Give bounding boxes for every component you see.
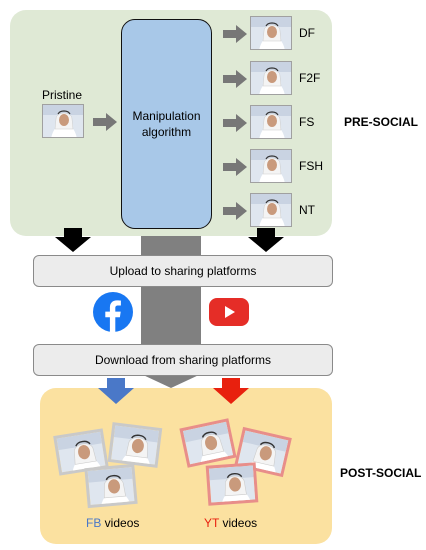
- pristine-to-algorithm-arrow-icon: [93, 113, 117, 131]
- pre-social-down-arrow-left-icon: [55, 228, 91, 252]
- fb-caption-prefix: FB: [86, 516, 102, 530]
- fb-caption-suffix: videos: [101, 516, 140, 530]
- fb-video-thumbnail-3: [84, 463, 138, 509]
- pristine-label: Pristine: [42, 88, 83, 102]
- algorithm-to-df-arrow-icon: [223, 25, 247, 43]
- algorithm-to-fsh-arrow-icon: [223, 158, 247, 176]
- download-band: Download from sharing platforms: [33, 344, 333, 376]
- fsh-face-icon: [250, 149, 292, 183]
- flow-trunk-tip: [141, 374, 201, 388]
- method-label-fs: FS: [299, 115, 315, 129]
- fb-down-arrow-icon: [98, 378, 134, 404]
- pristine-face-icon: [42, 104, 84, 138]
- method-label-nt: NT: [299, 203, 315, 217]
- pre-social-down-arrow-right-icon: [248, 228, 284, 252]
- upload-label: Upload to sharing platforms: [109, 264, 257, 278]
- method-label-f2f: F2F: [299, 71, 321, 85]
- post-social-label: POST-SOCIAL: [340, 466, 422, 480]
- upload-band: Upload to sharing platforms: [33, 255, 333, 287]
- fb-video-thumbnail-1: [53, 428, 109, 476]
- manipulation-algorithm-box: Manipulation algorithm: [121, 19, 212, 229]
- facebook-logo-icon: [93, 292, 133, 332]
- pre-social-label: PRE-SOCIAL: [344, 115, 419, 129]
- yt-video-thumbnail-3: [205, 462, 259, 506]
- fb-videos-caption: FB videos: [86, 516, 139, 530]
- manipulation-algorithm-label: Manipulation algorithm: [132, 109, 201, 139]
- nt-face-icon: [250, 193, 292, 227]
- fb-video-thumbnail-2: [107, 422, 163, 468]
- method-label-df: DF: [299, 26, 315, 40]
- yt-videos-caption: YT videos: [204, 516, 257, 530]
- algorithm-to-f2f-arrow-icon: [223, 70, 247, 88]
- method-label-fsh: FSH: [299, 159, 323, 173]
- algorithm-to-fs-arrow-icon: [223, 114, 247, 132]
- download-label: Download from sharing platforms: [94, 353, 272, 367]
- yt-down-arrow-icon: [213, 378, 249, 404]
- df-face-icon: [250, 16, 292, 50]
- fs-face-icon: [250, 105, 292, 139]
- yt-caption-suffix: videos: [219, 516, 258, 530]
- f2f-face-icon: [250, 61, 292, 95]
- youtube-logo-icon: [209, 298, 249, 326]
- yt-caption-prefix: YT: [204, 516, 220, 530]
- algorithm-to-nt-arrow-icon: [223, 202, 247, 220]
